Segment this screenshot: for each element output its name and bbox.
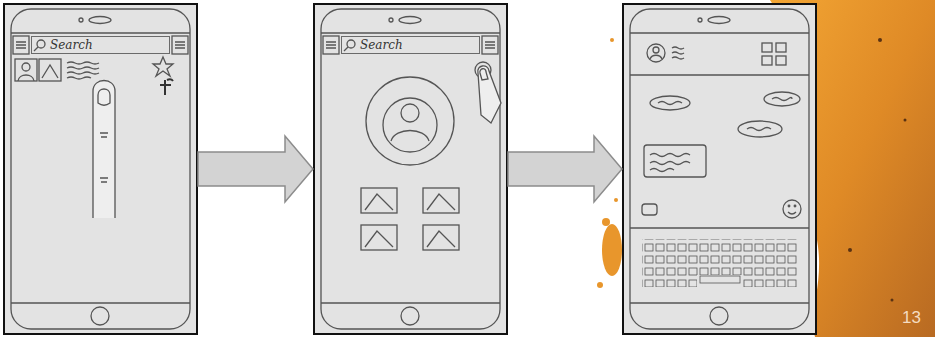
screen-edge — [321, 32, 500, 33]
emoji-eye — [794, 205, 796, 207]
block-arrow — [508, 136, 622, 202]
profile-head — [22, 63, 30, 71]
magnifier — [37, 40, 45, 48]
camera — [698, 18, 702, 22]
bubble-text — [658, 102, 682, 105]
magnifier-handle — [34, 47, 38, 51]
phone-screen: Search — [3, 3, 198, 335]
block-arrow — [198, 136, 313, 202]
slide-number: 13 — [902, 308, 921, 328]
emoji-smile — [788, 212, 796, 214]
phone-sketch-chat — [630, 9, 809, 329]
chat-button — [475, 62, 491, 78]
menu-icon — [323, 36, 339, 54]
phone-screen: Search — [313, 3, 508, 335]
camera — [79, 18, 83, 22]
emoji-button — [783, 200, 801, 218]
emoji-eye — [788, 205, 790, 207]
search-bar: Search — [341, 36, 480, 54]
fingernail — [98, 89, 110, 105]
text-lines — [67, 62, 99, 79]
phone-sketch-feed — [11, 9, 190, 329]
menu-lines — [326, 42, 336, 48]
photo-thumb — [423, 188, 459, 213]
contact-lines — [672, 47, 684, 59]
tapping-finger — [478, 66, 501, 123]
photo-mountain — [365, 194, 393, 210]
attach-icon — [642, 204, 657, 215]
menu-icon — [13, 36, 29, 54]
grid-icon — [776, 56, 786, 65]
grid-icon — [762, 56, 772, 65]
search-bar: Search — [31, 36, 170, 54]
bubble-text — [772, 98, 792, 101]
screen-edge — [11, 32, 190, 33]
message-text — [650, 154, 690, 172]
home-button — [91, 307, 109, 325]
avatar-body — [391, 131, 429, 142]
bubble-text — [747, 128, 771, 131]
grid-icon — [762, 43, 772, 52]
phone-sketch-profile — [321, 9, 501, 329]
grid-icon — [776, 43, 786, 52]
camera — [389, 18, 393, 22]
speaker — [399, 17, 421, 24]
star-icon — [153, 57, 173, 76]
avatar-ring — [366, 77, 454, 165]
contact-body — [650, 55, 662, 59]
menu-lines — [16, 42, 26, 48]
photo-mountain — [427, 231, 455, 247]
share-mark — [160, 79, 173, 95]
screen-edge — [321, 302, 500, 303]
contact-avatar — [647, 44, 665, 62]
screen-edge — [630, 32, 809, 33]
photo-mountain — [365, 231, 393, 247]
keyboard-keys — [642, 239, 797, 275]
contact-head — [653, 47, 659, 53]
profile-icon — [15, 59, 37, 81]
phone-screen — [622, 3, 817, 335]
chat-message — [644, 145, 706, 177]
menu-icon — [172, 36, 188, 54]
chat-bubble — [738, 121, 782, 137]
menu-lines — [485, 42, 495, 48]
screen-edge — [11, 302, 190, 303]
phone-outline — [630, 9, 809, 329]
home-button — [401, 307, 419, 325]
chat-bubble — [764, 92, 800, 106]
photo-mountain — [427, 194, 455, 210]
menu-icon — [482, 36, 498, 54]
screen-edge — [630, 302, 809, 303]
keyboard-keys — [642, 275, 697, 287]
divider — [630, 227, 809, 228]
speaker — [708, 17, 730, 24]
magnifier-handle — [344, 47, 348, 51]
fingernail — [480, 69, 488, 80]
phone-outline — [11, 9, 190, 329]
divider — [630, 74, 809, 75]
photo-thumb — [423, 225, 459, 250]
node-text: Search — [360, 38, 403, 52]
avatar-circle — [383, 98, 437, 152]
keyboard-keys — [742, 275, 797, 287]
profile-body — [18, 75, 34, 81]
menu-lines — [175, 42, 185, 48]
avatar-head — [401, 104, 419, 122]
speaker — [89, 17, 111, 24]
photo-thumb — [361, 225, 397, 250]
photo-thumb — [361, 188, 397, 213]
chat-bubble — [650, 96, 690, 110]
home-button — [710, 307, 728, 325]
phone-outline — [321, 9, 500, 329]
node-text: Search — [50, 38, 93, 52]
knuckle-lines — [100, 133, 108, 182]
space-bar — [700, 276, 740, 283]
finger — [93, 81, 115, 219]
magnifier — [347, 40, 355, 48]
image-icon — [39, 59, 61, 81]
image-mountain — [42, 65, 58, 78]
